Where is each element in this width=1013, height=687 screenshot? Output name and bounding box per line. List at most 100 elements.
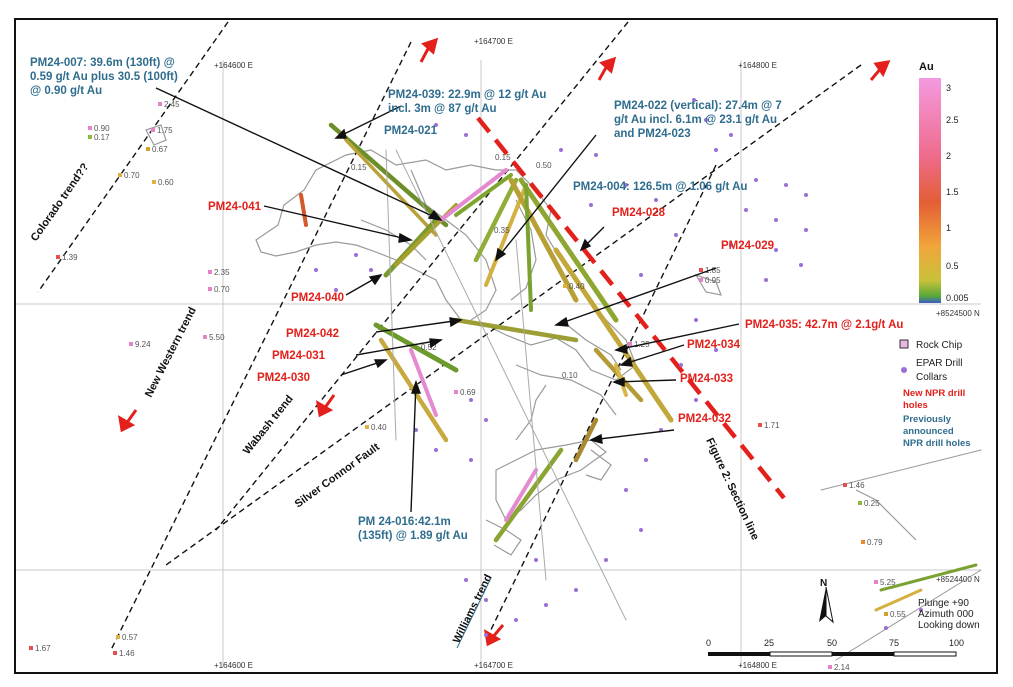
- callout-pm24-007-line1: PM24-007: 39.6m (130ft) @: [30, 57, 175, 69]
- collar: [469, 398, 473, 402]
- grid-label-e164600-top: +164600 E: [214, 61, 253, 70]
- rock-chip: [861, 540, 865, 544]
- drill-trace: [344, 138, 438, 237]
- legend-new-npr-line2: holes: [903, 400, 928, 411]
- rock-chip-labels: 2.45 0.90 1.75 0.17 0.67 0.70 0.60 1.39 …: [35, 100, 906, 672]
- rock-chip: [699, 268, 703, 272]
- scale-segment: [708, 652, 770, 656]
- legend-rock-chip: Rock Chip: [916, 340, 963, 351]
- rock-chip: [563, 284, 567, 288]
- drill-trace: [874, 588, 923, 612]
- arrow-ne-2-head: [599, 56, 617, 74]
- drill-trace: [409, 348, 438, 417]
- collar: [639, 273, 643, 277]
- rock-chip: [29, 646, 33, 650]
- legend-epar-collars-line2: Collars: [916, 372, 947, 383]
- drill-traces: [299, 122, 982, 661]
- rock-chip: [628, 342, 632, 346]
- sample-label: 1.67: [35, 644, 51, 653]
- leader-arrowhead: [495, 247, 507, 262]
- arrow-sw-2-head: [315, 400, 334, 418]
- rock-chip-markers: [29, 102, 888, 669]
- grid-label-e164800-bottom: +164800 E: [738, 661, 777, 670]
- leader-arrowhead: [589, 433, 603, 444]
- scale-tick: 50: [827, 638, 837, 648]
- sample-label: 0.17: [94, 133, 110, 142]
- drill-trace: [820, 449, 982, 491]
- legend-rock-chip-swatch: [899, 339, 909, 349]
- colorbar-tick: 0.5: [946, 261, 959, 271]
- callout-pm24-040: PM24-040: [291, 292, 344, 304]
- callout-pm24-035: PM24-035: 42.7m @ 2.1g/t Au: [745, 319, 903, 331]
- drill-trace: [454, 173, 513, 217]
- drill-trace: [473, 177, 519, 263]
- sample-label: 1.46: [119, 649, 135, 658]
- rock-chip: [151, 128, 155, 132]
- sample-label: 0.69: [460, 388, 476, 397]
- collar: [774, 218, 778, 222]
- collar: [624, 183, 628, 187]
- callout-pm24-007-line3: @ 0.90 g/t Au: [30, 85, 102, 97]
- rock-chip: [116, 635, 120, 639]
- rock-chip: [118, 173, 122, 177]
- collar: [919, 608, 923, 612]
- rock-chip: [88, 135, 92, 139]
- leader-arrowhead: [619, 356, 633, 367]
- sample-label: 1.75: [157, 126, 173, 135]
- callout-pm24-007-line2: 0.59 g/t Au plus 30.5 (100ft): [30, 71, 178, 83]
- callout-pm24-022-line2: g/t Au incl. 6.1m @ 23.1 g/t Au: [614, 114, 777, 126]
- williams-underline: [456, 577, 492, 649]
- collar: [639, 528, 643, 532]
- rock-chip: [843, 483, 847, 487]
- rock-chip: [208, 270, 212, 274]
- rock-chip: [146, 147, 150, 151]
- callout-pm24-022-line3: and PM24-023: [614, 128, 691, 140]
- legend-new-npr-line1: New NPR drill: [903, 388, 965, 399]
- callout-pm24-030: PM24-030: [257, 372, 310, 384]
- scale-segment: [893, 651, 957, 657]
- leader-pm24-042: [375, 319, 462, 333]
- sample-label: 0.95: [705, 276, 721, 285]
- collar: [544, 603, 548, 607]
- scale-tick: 75: [889, 638, 899, 648]
- leader-pm24-031: [355, 339, 442, 356]
- leader-pm24-039: [335, 105, 402, 139]
- collar: [644, 458, 648, 462]
- collar: [884, 626, 888, 630]
- callout-pm24-032: PM24-032: [678, 413, 731, 425]
- collar: [354, 253, 358, 257]
- scale-bar: 0 25 50 75 100: [706, 638, 964, 657]
- drill-trace: [524, 183, 533, 312]
- callout-pm24-039-line2: incl. 3m @ 87 g/t Au: [388, 103, 497, 115]
- sample-label: 9.24: [135, 340, 151, 349]
- rock-chip: [158, 102, 162, 106]
- scale-tick: 25: [764, 638, 774, 648]
- arrow-sw-1-head: [117, 415, 136, 433]
- drill-trace: [373, 322, 459, 373]
- sample-label: 2.45: [164, 100, 180, 109]
- legend-collar-swatch: [901, 367, 907, 373]
- leader-arrowhead: [398, 232, 414, 243]
- colorbar-title: Au: [919, 61, 934, 73]
- sample-label: 0.57: [122, 633, 138, 642]
- sample-label: 1.85: [705, 266, 721, 275]
- sample-label: 0.25: [864, 499, 880, 508]
- sample-label: 0.52: [421, 343, 437, 352]
- sample-label: 0.70: [214, 285, 230, 294]
- legend-prev-npr-line1: Previously: [903, 414, 952, 425]
- arrow-sw-3-head: [483, 629, 502, 647]
- callout-leaders: [155, 87, 740, 513]
- drill-trace: [573, 417, 599, 463]
- callout-pm24-004: PM24-004: 126.5m @ 1.06 g/t Au: [573, 181, 747, 193]
- sample-label: 0.55: [890, 610, 906, 619]
- collar: [484, 418, 488, 422]
- view-azimuth: Azimuth 000: [918, 609, 974, 620]
- trend-label-silver-connor-fault: Silver Connor Fault: [293, 441, 382, 511]
- grid-label-e164600-bottom: +164600 E: [214, 661, 253, 670]
- collar: [334, 288, 338, 292]
- collar: [804, 193, 808, 197]
- colorbar: [919, 78, 941, 303]
- north-arrow: N: [819, 578, 834, 624]
- leader-arrowhead: [449, 317, 463, 328]
- rock-chip: [203, 335, 207, 339]
